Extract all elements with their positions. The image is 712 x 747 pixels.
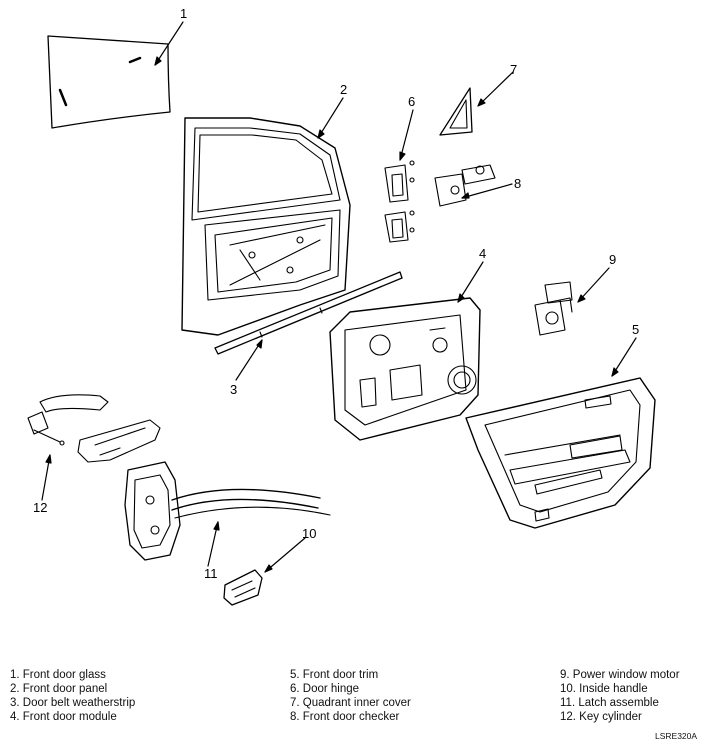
legend-item-5: 5. Front door trim xyxy=(290,669,379,681)
leader-lines xyxy=(41,21,637,573)
legend-column-2: 5. Front door trim 6. Door hinge 7. Quad… xyxy=(290,668,411,724)
legend-item-10: 10. Inside handle xyxy=(560,683,648,695)
callout-2: 2 xyxy=(340,82,347,97)
part-front-door-trim xyxy=(465,377,656,529)
legend-item-2: 2. Front door panel xyxy=(10,683,108,695)
part-door-hinge xyxy=(384,160,415,243)
part-quadrant-inner-cover xyxy=(439,87,473,136)
legend-item-11: 11. Latch assemble xyxy=(560,697,659,709)
legend-item-3: 3. Door belt weatherstrip xyxy=(10,697,136,709)
callout-10: 10 xyxy=(302,526,316,541)
callout-12: 12 xyxy=(33,500,47,515)
part-front-door-panel xyxy=(181,117,351,336)
legend-item-6: 6. Door hinge xyxy=(290,683,360,695)
part-key-cylinder xyxy=(27,411,65,446)
legend-item-7: 7. Quadrant inner cover xyxy=(290,697,411,709)
figure-code: LSRE320A xyxy=(655,731,698,741)
callout-9: 9 xyxy=(609,252,616,267)
legend-column-3: 9. Power window motor 10. Inside handle … xyxy=(560,668,680,724)
callout-8: 8 xyxy=(514,176,521,191)
callout-1: 1 xyxy=(180,6,187,21)
legend-item-4: 4. Front door module xyxy=(10,711,117,723)
callout-5: 5 xyxy=(632,322,639,337)
legend-item-9: 9. Power window motor xyxy=(560,669,680,681)
callout-numbers: 1 2 3 4 5 6 7 8 9 10 11 12 xyxy=(33,6,639,581)
part-front-door-module xyxy=(329,297,481,441)
part-front-door-glass xyxy=(47,35,171,129)
part-door-belt-weatherstrip xyxy=(214,271,403,355)
part-inside-handle xyxy=(223,569,263,606)
part-latch-assemble xyxy=(124,461,331,561)
exploded-door-diagram: 1 2 3 4 5 6 7 8 9 10 11 12 xyxy=(27,6,656,606)
part-front-door-checker xyxy=(434,164,496,207)
callout-6: 6 xyxy=(408,94,415,109)
part-power-window-motor xyxy=(534,281,573,336)
legend-item-1: 1. Front door glass xyxy=(10,669,106,681)
callout-11: 11 xyxy=(204,566,218,581)
callout-3: 3 xyxy=(230,382,237,397)
callout-7: 7 xyxy=(510,62,517,77)
callout-4: 4 xyxy=(479,246,486,261)
legend-item-8: 8. Front door checker xyxy=(290,711,400,723)
part-outside-handle xyxy=(39,394,161,463)
legend-item-12: 12. Key cylinder xyxy=(560,711,642,723)
legend-column-1: 1. Front door glass 2. Front door panel … xyxy=(10,668,135,724)
